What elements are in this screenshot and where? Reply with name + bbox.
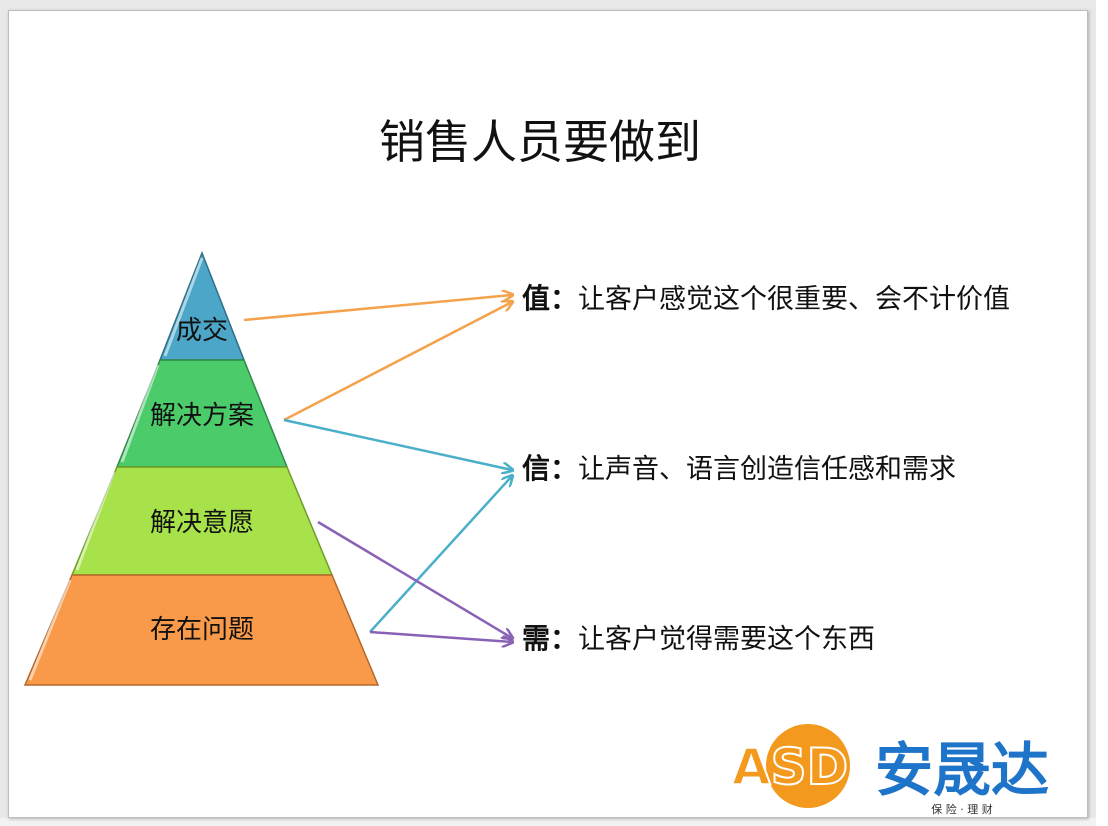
logo-name: 安晟达 <box>875 736 1049 804</box>
svg-text:值：让客户感觉这个很重要、会不计价值: 值：让客户感觉这个很重要、会不计价值 <box>522 282 1010 315</box>
point-need: 需：让客户觉得需要这个东西 <box>522 622 875 655</box>
point-trust-text: 让声音、语言创造信任感和需求 <box>578 454 956 485</box>
pyramid-tier-bottom <box>23 574 380 686</box>
arrow-solution-to-value <box>283 302 512 422</box>
point-value-head: 值： <box>522 282 578 315</box>
logo-tagline: 保 险 · 理 财 <box>931 802 992 816</box>
pyramid: 成交 解决方案 解决意愿 存在问题 <box>23 250 380 686</box>
tier-label-willingness: 解决意愿 <box>150 508 254 538</box>
window-bottom-strip <box>0 818 1108 826</box>
point-need-head: 需： <box>522 622 578 655</box>
point-value: 值：让客户感觉这个很重要、会不计价值 <box>522 282 1010 315</box>
window-right-strip <box>1096 0 1108 826</box>
point-trust-head: 信： <box>522 452 578 485</box>
arrow-solution-to-trust <box>283 418 512 470</box>
svg-text:需：让客户觉得需要这个东西: 需：让客户觉得需要这个东西 <box>522 622 875 655</box>
tier-label-problem: 存在问题 <box>150 615 254 645</box>
point-need-text: 让客户觉得需要这个东西 <box>578 624 875 655</box>
arrow-deal-to-value <box>243 295 512 322</box>
arrow-problem-to-need <box>369 630 512 642</box>
point-trust: 信：让声音、语言创造信任感和需求 <box>522 452 956 485</box>
company-logo: ASD 安晟达 保 险 · 理 财 <box>731 724 1049 816</box>
logo-letters: ASD <box>732 738 848 796</box>
slide-title: 销售人员要做到 <box>379 115 701 169</box>
arrow-problem-to-trust <box>369 476 512 633</box>
tier-label-solution: 解决方案 <box>150 401 254 431</box>
connector-arrows <box>243 295 512 642</box>
point-value-text: 让客户感觉这个很重要、会不计价值 <box>578 284 1010 315</box>
arrow-willingness-to-need <box>317 520 512 638</box>
svg-text:信：让声音、语言创造信任感和需求: 信：让声音、语言创造信任感和需求 <box>522 452 956 485</box>
tier-label-deal: 成交 <box>176 316 228 346</box>
